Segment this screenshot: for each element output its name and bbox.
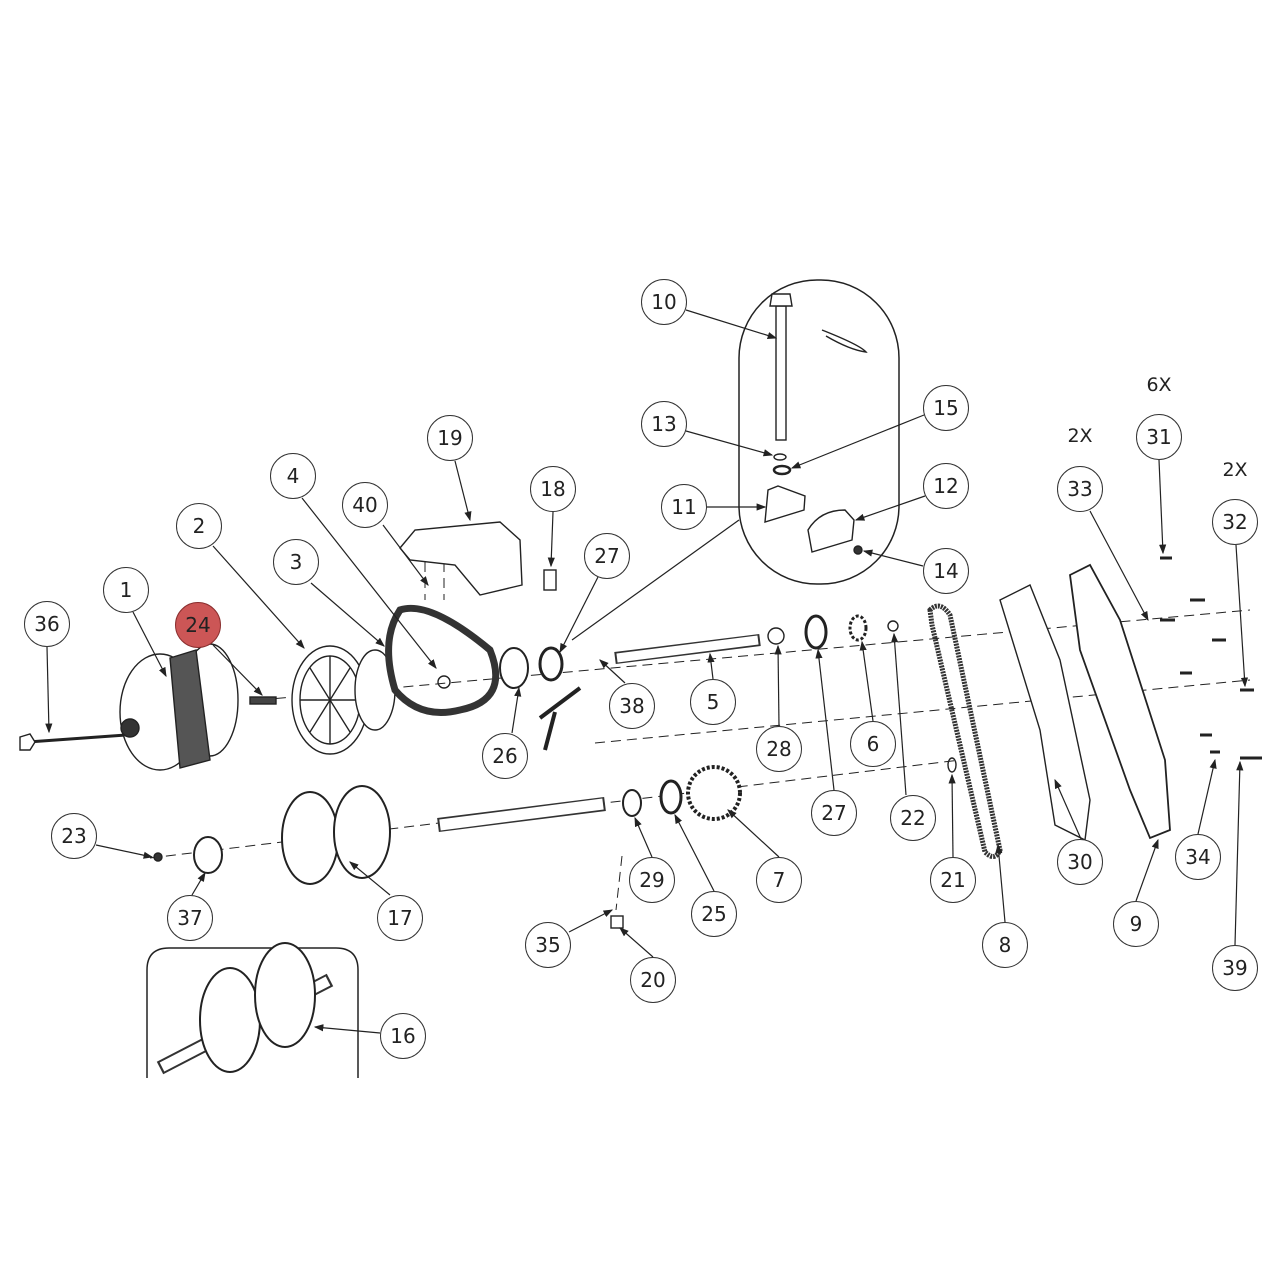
callout-part-29: 29 [629, 857, 675, 903]
part-13-washer [773, 453, 787, 461]
part-29-washer [622, 789, 642, 817]
part-20-plug [610, 915, 624, 929]
callout-part-40: 40 [342, 482, 388, 528]
part-26-bearing-housing [499, 647, 529, 689]
part-14-screw [853, 545, 863, 555]
part-21-ring [947, 757, 957, 773]
inset-frame-detail [738, 279, 900, 585]
callout-part-26: 26 [482, 733, 528, 779]
part-17-sprockets [281, 785, 391, 885]
callout-part-4: 4 [270, 453, 316, 499]
callout-part-28: 28 [756, 726, 802, 772]
callout-part-20: 20 [630, 957, 676, 1003]
part-36-bolt [19, 733, 127, 751]
callout-part-5: 5 [690, 679, 736, 725]
callout-part-17: 17 [377, 895, 423, 941]
callout-part-34: 34 [1175, 834, 1221, 880]
callout-part-3: 3 [273, 539, 319, 585]
part-19-cover [399, 521, 523, 596]
callout-part-30: 30 [1057, 839, 1103, 885]
callout-part-8: 8 [982, 922, 1028, 968]
callout-part-39: 39 [1212, 945, 1258, 991]
part-8-chain [927, 603, 1003, 859]
part-12-block [807, 509, 855, 553]
part-17-drive-shaft [437, 797, 606, 832]
hairpin-clip [821, 329, 868, 353]
part-18-sensor [543, 569, 557, 591]
part-10-pin [769, 293, 793, 441]
callout-part-36: 36 [24, 601, 70, 647]
callout-part-33: 33 [1057, 466, 1103, 512]
part-30-gasket [999, 584, 1091, 842]
part-27b-bearing [804, 614, 828, 650]
part-1-drive-clutch [119, 643, 239, 771]
callout-part-9: 9 [1113, 901, 1159, 947]
quantity-label: 6X [1146, 374, 1172, 396]
part-7-sprocket [686, 765, 742, 821]
part-28-washer [767, 627, 785, 645]
callout-part-24: 24 [175, 602, 221, 648]
callout-part-31: 31 [1136, 414, 1182, 460]
callout-part-2: 2 [176, 503, 222, 549]
part-2-driven-pulley [291, 645, 396, 755]
part-25-bearing [659, 779, 683, 815]
quantity-label: 2X [1067, 425, 1093, 447]
callout-part-22: 22 [890, 795, 936, 841]
callout-part-13: 13 [641, 401, 687, 447]
part-5-shaft [614, 634, 761, 664]
part-9-chaincase-cover [1069, 563, 1171, 840]
part-15-oring [772, 464, 792, 476]
cover-screws [1160, 556, 1262, 760]
callout-part-15: 15 [923, 385, 969, 431]
callout-part-38: 38 [609, 683, 655, 729]
callout-part-12: 12 [923, 463, 969, 509]
callout-part-6: 6 [850, 721, 896, 767]
callout-part-7: 7 [756, 857, 802, 903]
callout-part-32: 32 [1212, 499, 1258, 545]
inset-frame-16 [146, 947, 359, 1078]
callout-part-14: 14 [923, 548, 969, 594]
callout-part-35: 35 [525, 922, 571, 968]
callout-part-27: 27 [584, 533, 630, 579]
callout-part-18: 18 [530, 466, 576, 512]
part-11-bracket [764, 485, 806, 523]
quantity-label: 2X [1222, 459, 1248, 481]
part-37-hub [193, 836, 223, 874]
callout-part-1: 1 [103, 567, 149, 613]
callout-part-21: 21 [930, 857, 976, 903]
part-23-screw [153, 852, 163, 862]
callout-part-11: 11 [661, 484, 707, 530]
part-24-bolt [249, 696, 277, 705]
part-22-ring [887, 620, 899, 632]
part-3-drive-belt [385, 604, 500, 716]
callout-part-10: 10 [641, 279, 687, 325]
part-38-pin [538, 686, 582, 751]
callout-part-16: 16 [380, 1013, 426, 1059]
callout-part-27b: 27 [811, 790, 857, 836]
part-6-sprocket [848, 614, 868, 642]
callout-part-37: 37 [167, 895, 213, 941]
part-16-assembly [156, 942, 334, 1075]
part-27-bearing [538, 646, 564, 682]
callout-part-23: 23 [51, 813, 97, 859]
callout-part-19: 19 [427, 415, 473, 461]
callout-part-25: 25 [691, 891, 737, 937]
